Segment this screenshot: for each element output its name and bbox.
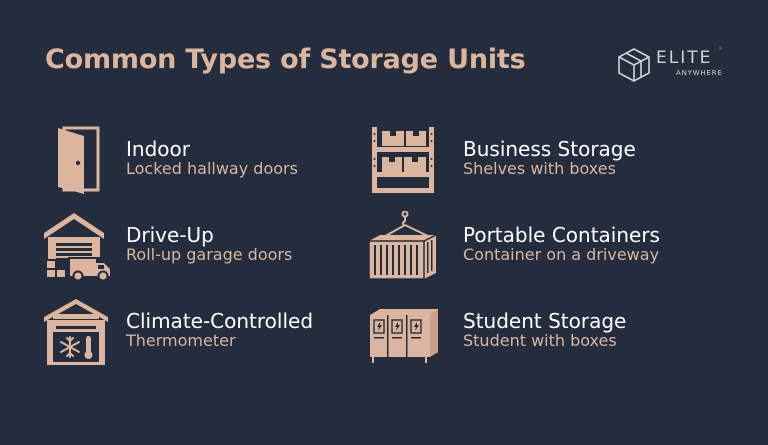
page-title: Common Types of Storage Units xyxy=(45,44,526,75)
logo-subtitle: ANYWHERE xyxy=(676,69,723,77)
type-name: Portable Containers xyxy=(463,223,660,247)
shelves-with-boxes-icon xyxy=(368,125,438,195)
storage-type-drive-up: Drive-Up Roll-up garage doors xyxy=(44,211,364,281)
hanging-container-icon xyxy=(368,211,438,281)
type-name: Business Storage xyxy=(463,137,636,161)
type-description: Locked hallway doors xyxy=(126,159,298,178)
elite-anywhere-logo: ELITE ™ ANYWHERE xyxy=(616,45,726,85)
type-description: Shelves with boxes xyxy=(463,159,616,178)
logo-trademark: ™ xyxy=(718,47,723,53)
door-icon xyxy=(44,125,114,195)
type-name: Drive-Up xyxy=(126,223,214,247)
garage-truck-icon xyxy=(44,211,114,281)
type-description: Roll-up garage doors xyxy=(126,245,293,264)
storage-type-business: Business Storage Shelves with boxes xyxy=(368,125,688,195)
type-name: Climate-Controlled xyxy=(126,309,314,333)
cube-outline-icon xyxy=(618,48,650,82)
type-name: Indoor xyxy=(126,137,190,161)
type-description: Container on a driveway xyxy=(463,245,660,264)
type-name: Student Storage xyxy=(463,309,627,333)
storage-type-indoor: Indoor Locked hallway doors xyxy=(44,125,364,195)
type-description: Thermometer xyxy=(126,331,236,350)
storage-type-portable: Portable Containers Container on a drive… xyxy=(368,211,688,281)
storage-lockers-icon xyxy=(368,297,438,367)
storage-type-climate: Climate-Controlled Thermometer xyxy=(44,297,364,367)
storage-type-student: Student Storage Student with boxes xyxy=(368,297,688,367)
snowflake-thermometer-icon xyxy=(44,297,114,367)
logo-brand-text: ELITE xyxy=(656,48,713,68)
type-description: Student with boxes xyxy=(463,331,617,350)
